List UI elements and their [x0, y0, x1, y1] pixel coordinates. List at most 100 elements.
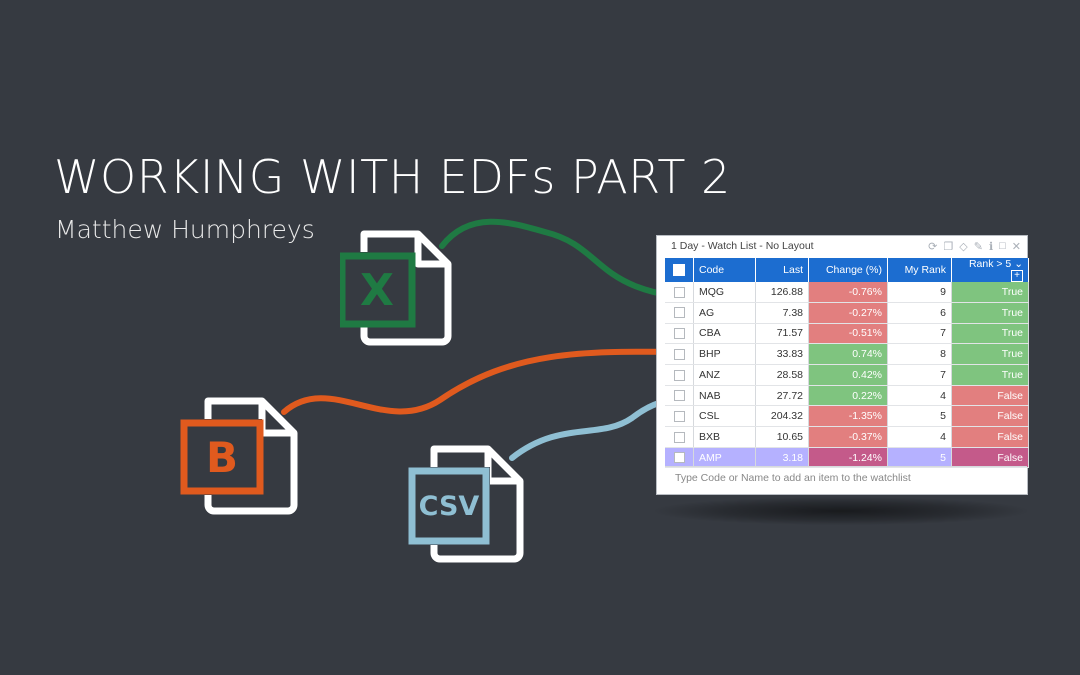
column-header-rank-gt-5[interactable]: Rank > 5 ⌄+ [951, 258, 1029, 283]
cell-last: 10.65 [755, 426, 809, 448]
cell-rank-gt-5: False [951, 405, 1029, 428]
window-toolbar: ⟳ ❐ ◇ ✎ ℹ □ ✕ [928, 240, 1021, 253]
cell-rank-gt-5: True [951, 282, 1029, 303]
row-checkbox[interactable] [665, 447, 694, 469]
pin-icon[interactable]: ✎ [973, 240, 983, 253]
row-checkbox[interactable] [665, 343, 694, 365]
cell-change: -1.24% [808, 447, 888, 469]
watchlist-window[interactable]: 1 Day - Watch List - No Layout ⟳ ❐ ◇ ✎ ℹ… [656, 235, 1029, 495]
cell-change: -1.35% [808, 405, 888, 428]
add-item-input[interactable]: Type Code or Name to add an item to the … [665, 466, 1027, 488]
cell-code: MQG [693, 282, 756, 303]
checkbox[interactable] [673, 369, 685, 381]
cell-my-rank: 9 [887, 282, 952, 303]
cell-code: AMP [693, 447, 756, 469]
checkbox[interactable] [673, 452, 685, 464]
cell-change: -0.37% [808, 426, 888, 448]
diamond-icon[interactable]: ◇ [959, 240, 968, 253]
cell-last: 3.18 [755, 447, 809, 469]
page-title: WORKING WITH EDFs PART 2 [54, 150, 731, 204]
bloomberg-badge-label: B [205, 432, 238, 482]
cell-my-rank: 8 [887, 343, 952, 365]
checkbox[interactable] [673, 390, 685, 402]
row-checkbox[interactable] [665, 405, 694, 428]
column-header-last[interactable]: Last [755, 258, 809, 283]
cell-code: CBA [693, 323, 756, 345]
cell-my-rank: 5 [887, 405, 952, 428]
author-name: Matthew Humphreys [55, 215, 315, 244]
column-header-rank-gt-5-label: Rank > 5 [968, 258, 1012, 270]
checkbox[interactable] [673, 307, 685, 319]
watchlist-title: 1 Day - Watch List - No Layout [671, 240, 814, 252]
cell-last: 27.72 [755, 385, 809, 407]
cell-my-rank: 7 [887, 364, 952, 386]
csv-file-icon: CSV [408, 445, 528, 563]
cell-change: -0.76% [808, 282, 888, 303]
checkbox[interactable] [673, 431, 685, 443]
cell-rank-gt-5: True [951, 302, 1029, 324]
cell-last: 204.32 [755, 405, 809, 428]
add-column-icon[interactable]: + [1011, 270, 1023, 283]
cell-change: 0.74% [808, 343, 888, 365]
cell-my-rank: 7 [887, 323, 952, 345]
column-header-change[interactable]: Change (%) [808, 258, 888, 283]
cell-my-rank: 4 [887, 385, 952, 407]
cell-my-rank: 4 [887, 426, 952, 448]
chevron-down-icon[interactable]: ⌄ [1014, 258, 1023, 270]
bloomberg-arrow [281, 333, 723, 415]
cell-code: BHP [693, 343, 756, 365]
cell-last: 28.58 [755, 364, 809, 386]
cell-code: ANZ [693, 364, 756, 386]
cell-last: 71.57 [755, 323, 809, 345]
checkbox[interactable] [673, 348, 685, 360]
row-checkbox[interactable] [665, 323, 694, 345]
excel-arrow [439, 218, 740, 318]
cell-code: AG [693, 302, 756, 324]
cell-change: -0.27% [808, 302, 888, 324]
refresh-icon[interactable]: ⟳ [928, 240, 938, 253]
info-icon[interactable]: ℹ [988, 240, 994, 253]
cell-change: -0.51% [808, 323, 888, 345]
table-header-row: Code Last Change (%) My Rank Rank > 5 ⌄+ [665, 258, 1029, 283]
window-shadow [655, 497, 1027, 525]
cell-rank-gt-5: False [951, 447, 1029, 469]
cell-my-rank: 6 [887, 302, 952, 324]
row-checkbox[interactable] [665, 302, 694, 324]
cell-last: 126.88 [755, 282, 809, 303]
excel-badge-label: X [360, 264, 394, 316]
checkbox[interactable] [673, 286, 685, 298]
checkbox[interactable] [673, 328, 685, 340]
bloomberg-file-icon: B [180, 397, 300, 515]
checkbox[interactable] [673, 410, 685, 422]
row-checkbox[interactable] [665, 426, 694, 448]
row-checkbox[interactable] [665, 364, 694, 386]
row-checkbox[interactable] [665, 282, 694, 303]
column-header-code[interactable]: Code [693, 258, 756, 283]
watchlist-titlebar[interactable]: 1 Day - Watch List - No Layout ⟳ ❐ ◇ ✎ ℹ… [657, 236, 1027, 256]
csv-badge-label: CSV [418, 490, 480, 522]
close-icon[interactable]: ✕ [1011, 240, 1021, 253]
cell-code: NAB [693, 385, 756, 407]
column-header-my-rank[interactable]: My Rank [887, 258, 952, 283]
copy-icon[interactable]: ❐ [943, 240, 954, 253]
cell-rank-gt-5: False [951, 385, 1029, 407]
maximize-icon[interactable]: □ [999, 239, 1006, 252]
cell-my-rank: 5 [887, 447, 952, 469]
watchlist-table: Code Last Change (%) My Rank Rank > 5 ⌄+… [665, 258, 1029, 469]
row-checkbox[interactable] [665, 385, 694, 407]
cell-last: 7.38 [755, 302, 809, 324]
cell-change: 0.22% [808, 385, 888, 407]
cell-rank-gt-5: True [951, 364, 1029, 386]
excel-file-icon: X [338, 228, 455, 346]
cell-last: 33.83 [755, 343, 809, 365]
select-all-checkbox[interactable] [665, 258, 694, 283]
